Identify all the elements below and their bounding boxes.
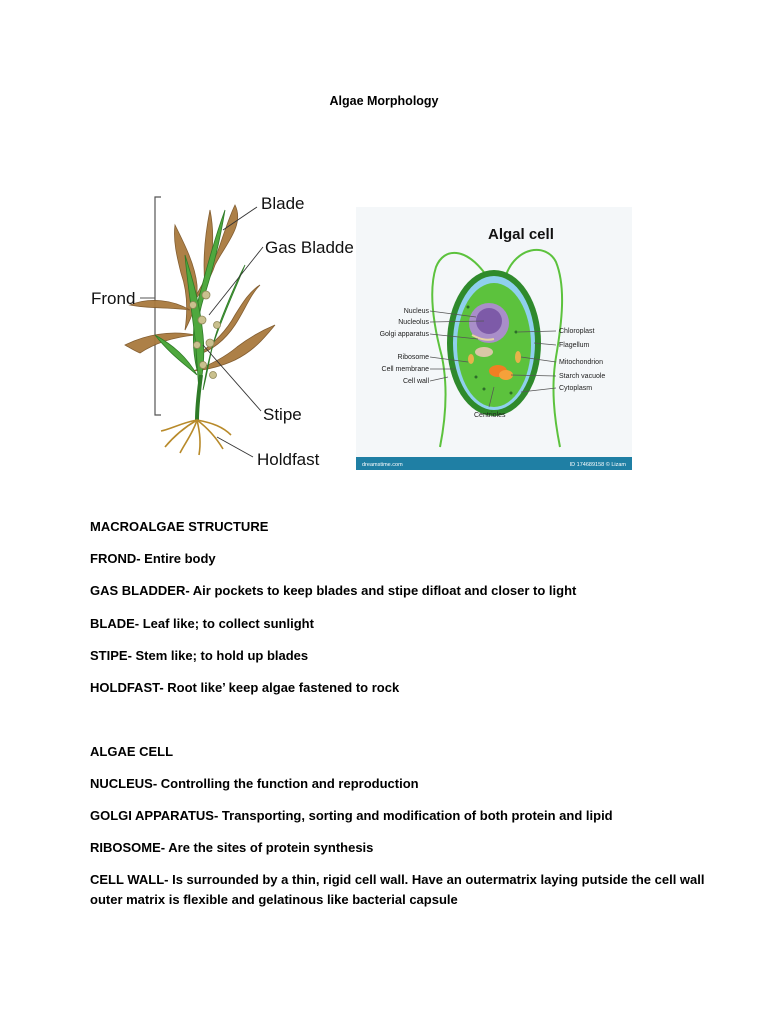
label-flagellum: Flagellum xyxy=(559,342,590,349)
label-centrioles: Centrioles xyxy=(474,412,506,419)
label-ribosome: Ribosome xyxy=(397,354,429,361)
label-mitochondrion: Mitochondrion xyxy=(559,359,603,366)
algal-cell-diagram: Algal cell xyxy=(356,207,632,470)
algae-cell-heading: ALGAE CELL xyxy=(90,742,730,762)
label-golgi: Golgi apparatus xyxy=(380,331,430,338)
macroalgae-item: HOLDFAST- Root like’ keep algae fastened… xyxy=(90,678,730,698)
footer-left: dreamstime.com xyxy=(362,462,403,468)
algae-cell-item: GOLGI APPARATUS- Transporting, sorting a… xyxy=(90,806,730,826)
macroalgae-item: STIPE- Stem like; to hold up blades xyxy=(90,646,730,666)
label-starch-vacuole: Starch vacuole xyxy=(559,373,605,380)
macroalgae-item: GAS BLADDER- Air pockets to keep blades … xyxy=(90,581,730,601)
label-nucleolus: Nucleolus xyxy=(398,319,429,326)
label-cytoplasm: Cytoplasm xyxy=(559,385,592,392)
label-nucleus: Nucleus xyxy=(404,308,430,315)
cell-title: Algal cell xyxy=(488,226,554,243)
algae-cell-item: NUCLEUS- Controlling the function and re… xyxy=(90,774,730,794)
label-blade: Blade xyxy=(261,194,304,213)
page-title: Algae Morphology xyxy=(0,94,768,108)
label-stipe: Stipe xyxy=(263,405,302,424)
label-chloroplast: Chloroplast xyxy=(559,328,594,335)
algae-cell-item: RIBOSOME- Are the sites of protein synth… xyxy=(90,838,730,858)
algae-cell-item: CELL WALL- Is surrounded by a thin, rigi… xyxy=(90,870,730,910)
label-holdfast: Holdfast xyxy=(257,450,320,469)
seaweed-diagram: Blade Gas Bladder Frond Stipe Holdfast xyxy=(85,185,355,475)
label-frond: Frond xyxy=(91,289,135,308)
macroalgae-item: FROND- Entire body xyxy=(90,549,730,569)
macroalgae-item: BLADE- Leaf like; to collect sunlight xyxy=(90,614,730,634)
label-cell-membrane: Cell membrane xyxy=(382,366,430,373)
macroalgae-heading: MACROALGAE STRUCTURE xyxy=(90,517,730,537)
label-cell-wall: Cell wall xyxy=(403,378,430,385)
footer-right: ID 174689158 © Lizam xyxy=(570,461,627,468)
label-gas-bladder: Gas Bladder xyxy=(265,238,355,257)
